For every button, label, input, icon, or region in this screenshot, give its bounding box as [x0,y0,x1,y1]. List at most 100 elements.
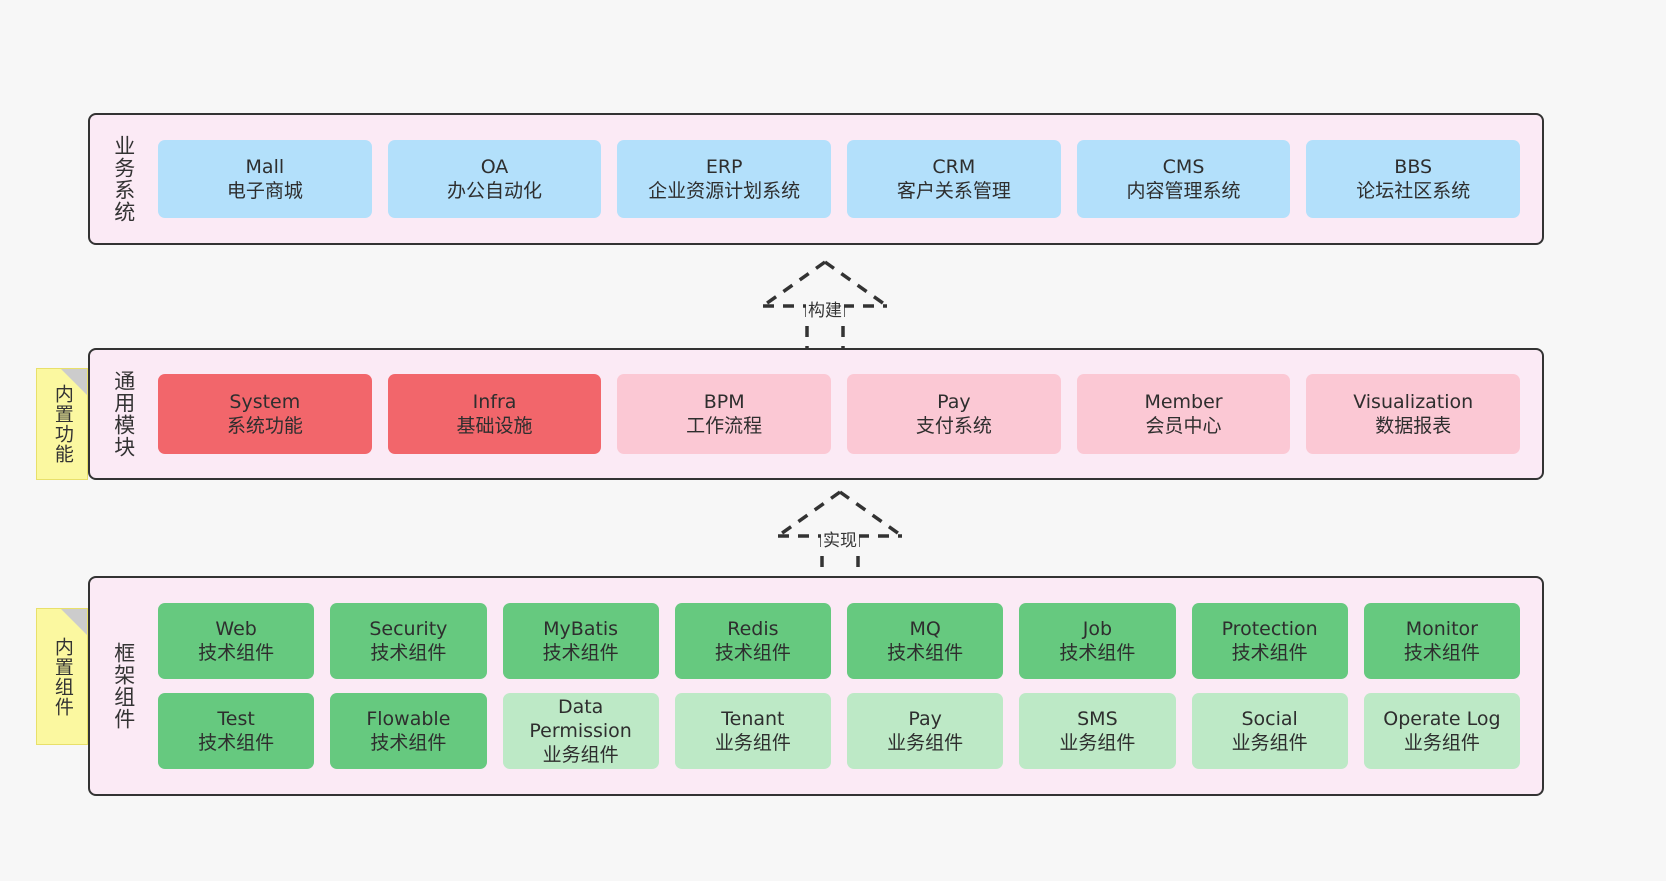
card-data-permission-desc: 业务组件 [542,744,619,767]
card-crm-name: CRM [932,155,976,178]
connector-implement: 实现 [760,488,920,588]
card-operate-log[interactable]: Operate Log 业务组件 [1363,693,1520,769]
card-system-name: System [229,390,301,413]
card-monitor-name: Monitor [1405,617,1478,640]
card-mybatis[interactable]: MyBatis 技术组件 [502,603,659,679]
card-web[interactable]: Web 技术组件 [158,603,315,679]
card-visualization[interactable]: Visualization 数据报表 [1306,374,1521,454]
card-bpm[interactable]: BPM 工作流程 [617,374,832,454]
card-monitor-desc: 技术组件 [1403,642,1480,664]
layer-framework-components: 框架组件 Web 技术组件 Security 技术组件 MyBatis 技术组件… [88,576,1544,796]
card-cms-desc: 内容管理系统 [1126,180,1241,202]
card-protection[interactable]: Protection 技术组件 [1191,603,1348,679]
card-tenant-desc: 业务组件 [714,732,791,754]
card-sms-desc: 业务组件 [1059,732,1136,754]
connector-implement-label: 实现 [821,526,859,551]
card-security-desc: 技术组件 [370,642,447,664]
card-pay-module-name: Pay [937,390,971,413]
card-pay-module[interactable]: Pay 支付系统 [847,374,1061,454]
card-job[interactable]: Job 技术组件 [1019,603,1176,679]
card-tenant-name: Tenant [721,707,785,730]
connector-build: 构建 [745,258,905,358]
card-pay-component-desc: 业务组件 [887,732,964,754]
card-pay-module-desc: 支付系统 [915,415,992,437]
card-data-permission[interactable]: Data Permission 业务组件 [502,693,659,769]
note-fold-corner-icon [61,369,87,395]
card-protection-name: Protection [1221,617,1318,640]
card-oa-desc: 办公自动化 [447,180,543,202]
card-system-desc: 系统功能 [226,415,303,437]
card-crm-desc: 客户关系管理 [896,180,1011,202]
card-test-desc: 技术组件 [198,732,275,754]
card-visualization-name: Visualization [1353,390,1474,413]
card-sms-name: SMS [1077,707,1118,730]
card-protection-desc: 技术组件 [1231,642,1308,664]
card-infra[interactable]: Infra 基础设施 [387,374,602,454]
card-system[interactable]: System 系统功能 [158,374,372,454]
card-cms-name: CMS [1162,155,1205,178]
card-flowable[interactable]: Flowable 技术组件 [330,693,487,769]
card-bpm-desc: 工作流程 [686,415,763,437]
card-mq-desc: 技术组件 [887,642,964,664]
card-social[interactable]: Social 业务组件 [1191,693,1348,769]
card-redis[interactable]: Redis 技术组件 [674,603,831,679]
card-monitor[interactable]: Monitor 技术组件 [1363,603,1520,679]
card-security-name: Security [369,617,448,640]
layer-common-modules-cards: System 系统功能 Infra 基础设施 BPM 工作流程 Pay 支付系统… [146,350,1542,478]
card-mq-name: MQ [909,617,941,640]
card-member-name: Member [1144,390,1223,413]
card-oa[interactable]: OA 办公自动化 [387,140,602,218]
note-fold-corner-icon [61,609,87,635]
card-infra-desc: 基础设施 [456,415,533,437]
card-flowable-desc: 技术组件 [370,732,447,754]
card-crm[interactable]: CRM 客户关系管理 [847,140,1061,218]
card-mq[interactable]: MQ 技术组件 [847,603,1004,679]
card-test[interactable]: Test 技术组件 [158,693,315,769]
layer-common-modules-title: 通用模块 [111,370,136,458]
card-member[interactable]: Member 会员中心 [1076,374,1291,454]
layer-framework-components-cards: Web 技术组件 Security 技术组件 MyBatis 技术组件 Redi… [146,578,1542,794]
card-security[interactable]: Security 技术组件 [330,603,487,679]
card-cms[interactable]: CMS 内容管理系统 [1076,140,1291,218]
layer-business-systems-cards: Mall 电子商城 OA 办公自动化 ERP 企业资源计划系统 CRM 客户关系… [146,115,1542,243]
card-bbs[interactable]: BBS 论坛社区系统 [1306,140,1521,218]
card-social-desc: 业务组件 [1231,732,1308,754]
layer-business-systems: 业务系统 Mall 电子商城 OA 办公自动化 ERP 企业资源计划系统 CRM… [88,113,1544,245]
card-pay-component-name: Pay [908,707,942,730]
note-builtin-features: 内置功能 [36,368,88,480]
card-redis-name: Redis [727,617,779,640]
card-mybatis-desc: 技术组件 [542,642,619,664]
card-bbs-name: BBS [1394,155,1433,178]
card-mall-name: Mall [245,155,285,178]
card-redis-desc: 技术组件 [714,642,791,664]
card-bpm-name: BPM [703,390,745,413]
card-erp-name: ERP [705,155,743,178]
connector-build-label: 构建 [806,296,844,321]
card-flowable-name: Flowable [366,707,451,730]
card-mall-desc: 电子商城 [226,180,303,202]
card-mall[interactable]: Mall 电子商城 [158,140,372,218]
card-mybatis-name: MyBatis [543,617,619,640]
card-pay-component[interactable]: Pay 业务组件 [847,693,1004,769]
card-oa-name: OA [480,155,509,178]
layer-business-systems-title: 业务系统 [111,135,136,223]
card-data-permission-name: Data Permission [529,695,632,742]
layer-common-modules: 通用模块 System 系统功能 Infra 基础设施 BPM 工作流程 Pay… [88,348,1544,480]
card-bbs-desc: 论坛社区系统 [1356,180,1471,202]
card-tenant[interactable]: Tenant 业务组件 [674,693,831,769]
card-member-desc: 会员中心 [1145,415,1222,437]
card-erp[interactable]: ERP 企业资源计划系统 [617,140,832,218]
card-sms[interactable]: SMS 业务组件 [1019,693,1176,769]
card-test-name: Test [217,707,255,730]
card-job-desc: 技术组件 [1059,642,1136,664]
framework-row-business: Test 技术组件 Flowable 技术组件 Data Permission … [150,693,1528,769]
note-builtin-components-label: 内置组件 [51,636,74,717]
card-web-desc: 技术组件 [198,642,275,664]
card-erp-desc: 企业资源计划系统 [648,180,801,202]
card-operate-log-desc: 业务组件 [1403,732,1480,754]
note-builtin-components: 内置组件 [36,608,88,745]
card-web-name: Web [215,617,257,640]
card-job-name: Job [1082,617,1113,640]
layer-framework-components-title: 框架组件 [111,642,136,730]
